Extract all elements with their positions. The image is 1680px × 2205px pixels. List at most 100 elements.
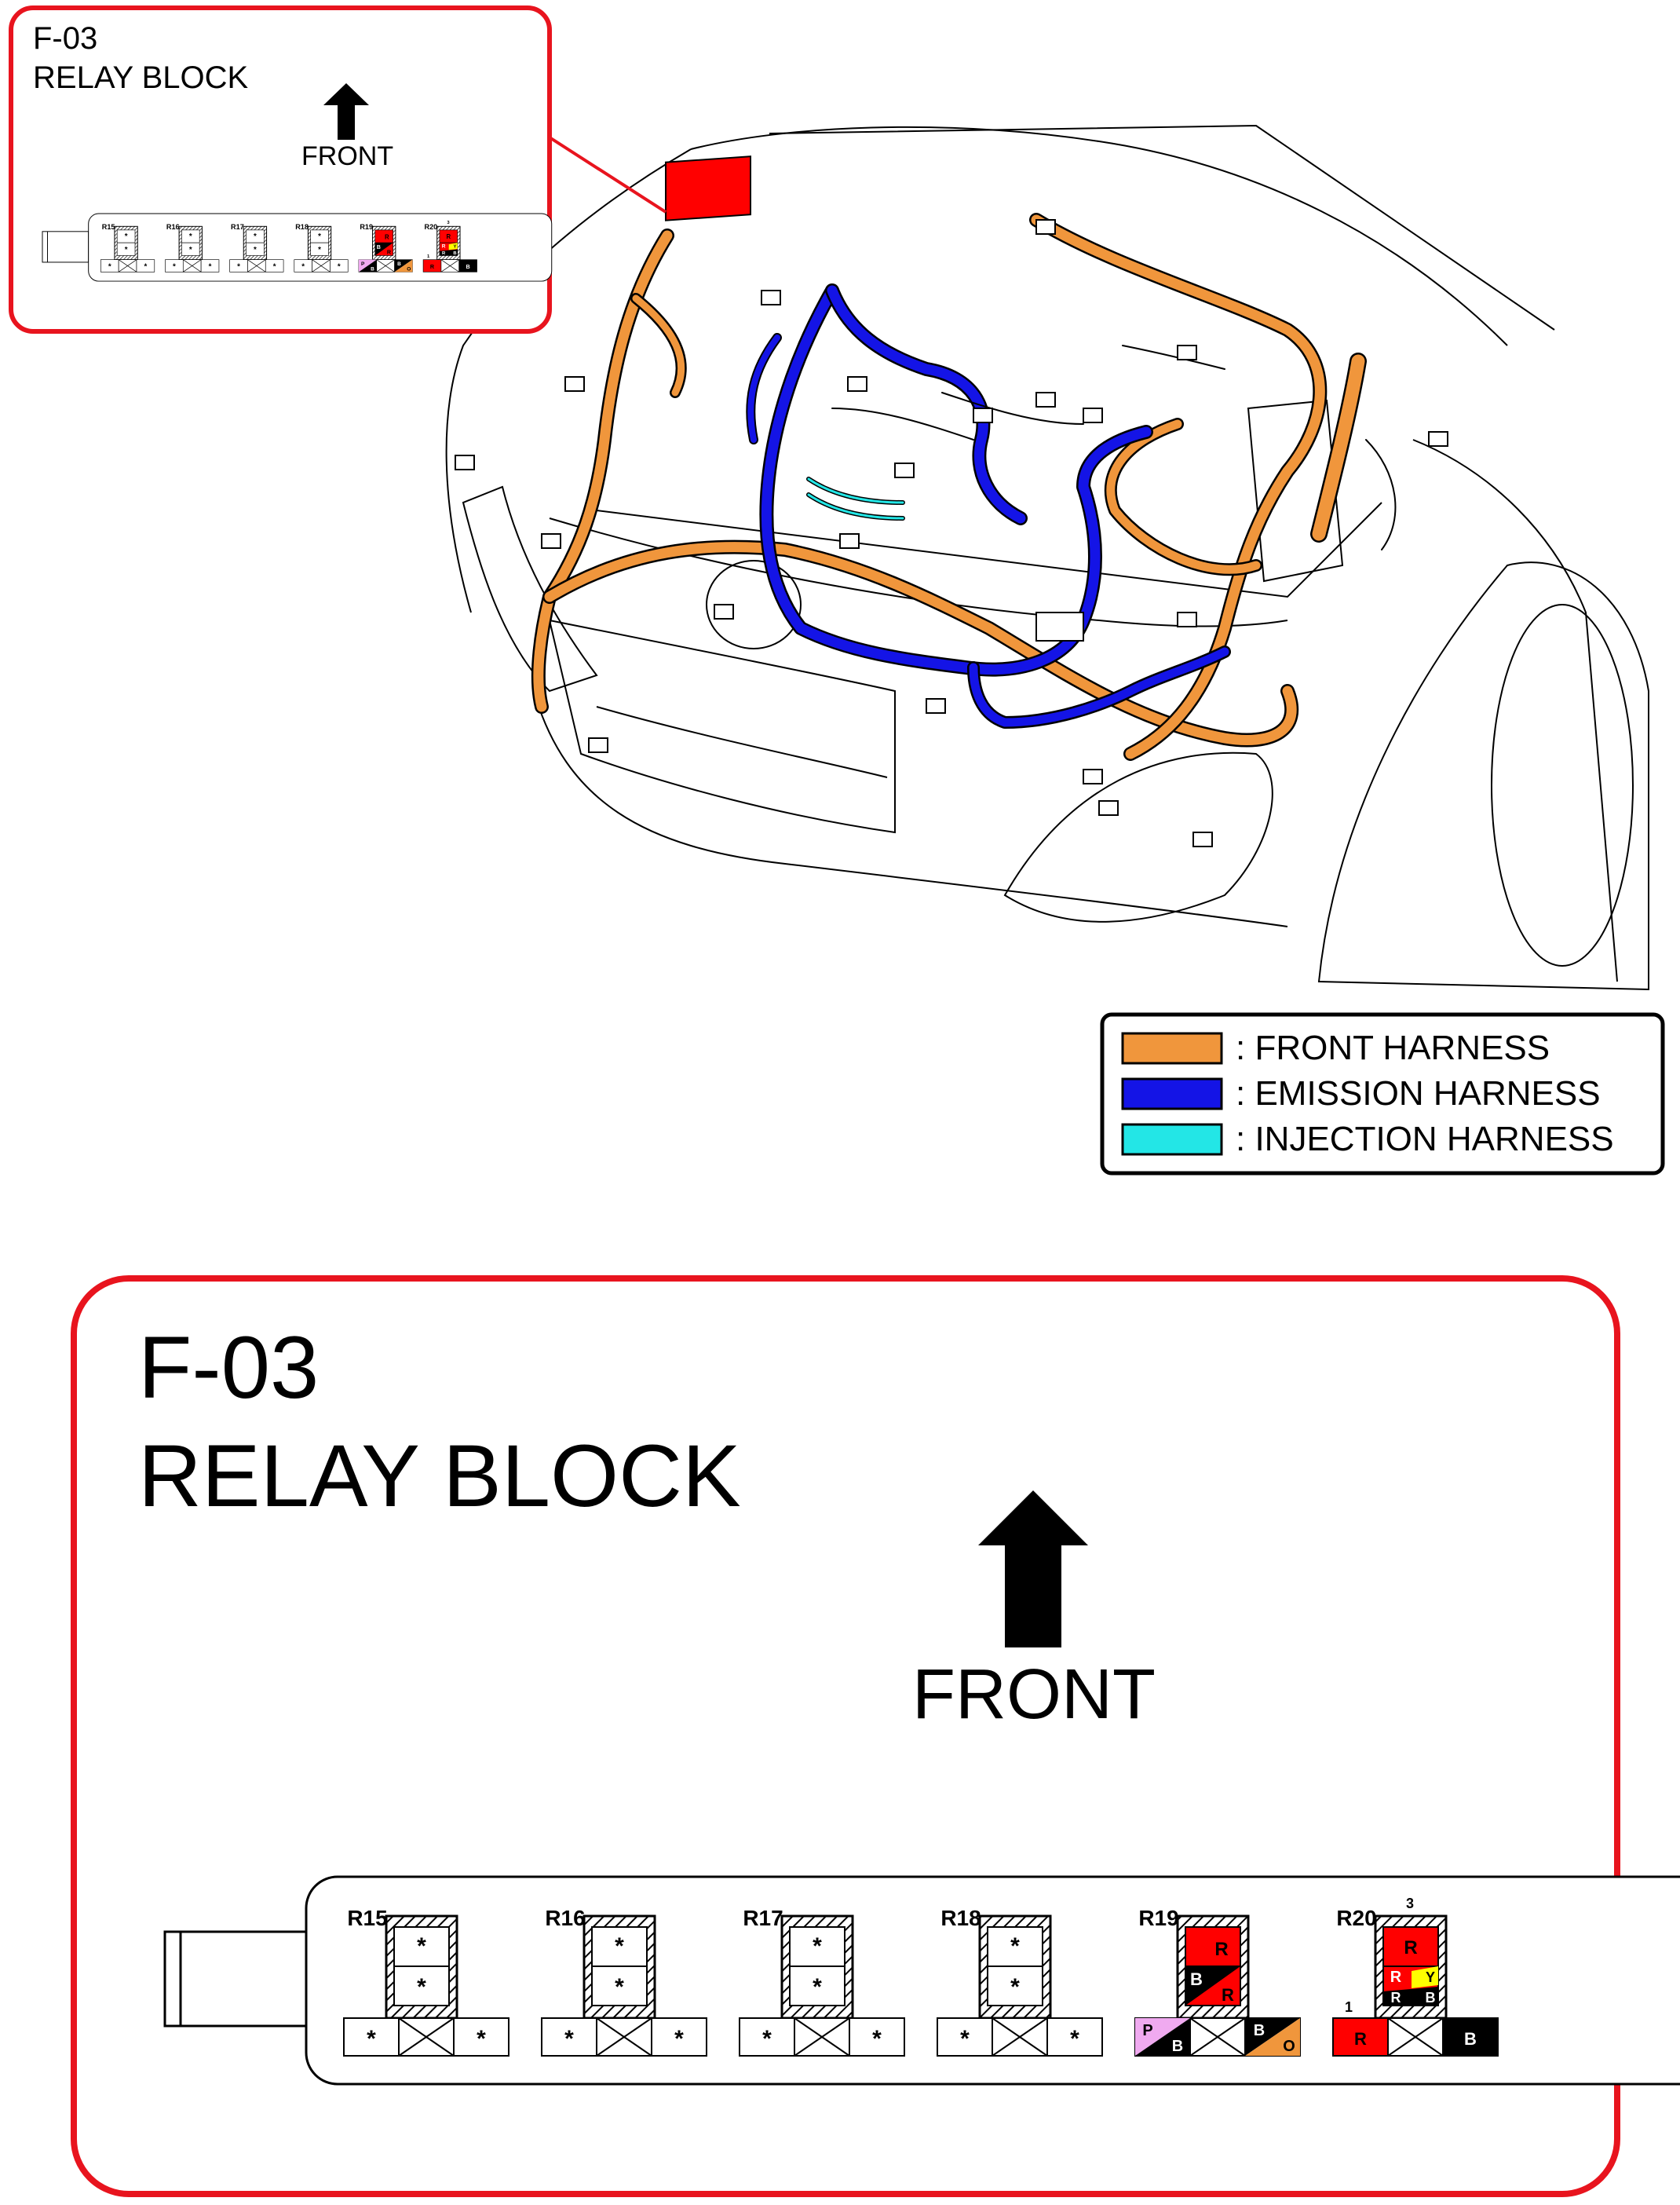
inset-relay-block: R15****R16****R17****R18****R19RBRPBBOR2… bbox=[42, 213, 553, 282]
pin-label: * bbox=[813, 1974, 822, 2000]
fender-line bbox=[445, 148, 692, 613]
inset-name: RELAY BLOCK bbox=[33, 60, 249, 95]
relay-r16: R16**** bbox=[165, 223, 220, 272]
legend-swatch-emission bbox=[1121, 1077, 1223, 1110]
relay-r17: R17**** bbox=[229, 223, 284, 272]
pin-label: * bbox=[813, 1933, 822, 1959]
pin-number: 3 bbox=[1406, 1896, 1414, 1911]
connector-stub bbox=[42, 231, 89, 263]
wire-color-R: R bbox=[387, 250, 392, 256]
wire-color-P: P bbox=[1142, 2022, 1152, 2039]
legend-label-injection: : INJECTION HARNESS bbox=[1236, 1120, 1614, 1158]
lower-grille bbox=[596, 706, 888, 778]
legend-label-emission: : EMISSION HARNESS bbox=[1236, 1074, 1601, 1113]
bumper-bottom bbox=[533, 690, 1288, 927]
wire-color-R: R bbox=[447, 233, 451, 240]
detail-relay-block: R15****R16****R17****R18****R19RBRPBBOR2… bbox=[163, 1875, 1680, 2086]
pin-label: * bbox=[417, 1974, 426, 2000]
pin-label: * bbox=[189, 246, 192, 254]
connector-stub bbox=[163, 1930, 308, 2028]
relay-r18: R18**** bbox=[937, 1906, 1103, 2057]
relay-r18: R18 * * * * bbox=[294, 223, 349, 272]
relay-label: R19 bbox=[1138, 1906, 1178, 1930]
pin-label: * bbox=[301, 262, 305, 271]
wire-color-R: R bbox=[1390, 1969, 1402, 1986]
wire-color-B: B bbox=[1190, 1969, 1203, 1989]
relay-label: R16 bbox=[545, 1906, 585, 1930]
legend-swatch-injection bbox=[1121, 1123, 1223, 1156]
pin-label: * bbox=[254, 246, 257, 254]
pin-label: * bbox=[237, 262, 240, 271]
pin-label: * bbox=[417, 1933, 426, 1959]
connectors bbox=[455, 219, 1448, 847]
pin-label: * bbox=[564, 2026, 574, 2052]
relay-block-location bbox=[665, 155, 751, 221]
relay-label: R15 bbox=[102, 223, 115, 231]
wire-color-B: B bbox=[1464, 2029, 1477, 2049]
wire-color-R: R bbox=[442, 251, 446, 256]
body-side bbox=[1412, 439, 1618, 982]
detail-front-label: FRONT bbox=[912, 1655, 1156, 1734]
relay-label: R17 bbox=[743, 1906, 783, 1930]
relay-r17: R17**** bbox=[739, 1906, 905, 2057]
wire-color-B: B bbox=[371, 266, 374, 272]
inset-front-arrow-icon bbox=[323, 83, 369, 140]
wire-color-Y: Y bbox=[454, 245, 457, 250]
relay-r15: R15**** bbox=[343, 1906, 509, 2057]
wire-color-O: O bbox=[1283, 2038, 1295, 2055]
wire-color-B: B bbox=[1426, 1990, 1436, 2006]
wire-color-B: B bbox=[1172, 2038, 1183, 2055]
legend-label-front: : FRONT HARNESS bbox=[1236, 1029, 1550, 1067]
wire-color-R: R bbox=[1404, 1937, 1417, 1958]
wire-color-P: P bbox=[361, 261, 365, 267]
pin-number: 1 bbox=[427, 254, 430, 259]
relay-r15: R15 * * * * bbox=[100, 223, 155, 272]
pin-label: * bbox=[762, 2026, 772, 2052]
pin-label: * bbox=[209, 262, 212, 271]
leader-line bbox=[548, 136, 667, 214]
relay-r16: R16**** bbox=[541, 1906, 707, 2057]
detail-panel: F-03 RELAY BLOCK FRONT R15****R16****R17… bbox=[71, 1275, 1680, 2197]
pin-label: * bbox=[125, 246, 128, 254]
pin-label: * bbox=[960, 2026, 970, 2052]
relay-label: R19 bbox=[360, 223, 373, 231]
wire-color-R: R bbox=[1354, 2029, 1367, 2049]
pin-label: * bbox=[318, 232, 321, 241]
wire-color-R: R bbox=[385, 234, 389, 241]
pin-label: * bbox=[338, 262, 341, 271]
relay-label: R16 bbox=[166, 223, 180, 231]
relay-label: R17 bbox=[231, 223, 244, 231]
wheel bbox=[1491, 604, 1634, 967]
pin-label: * bbox=[189, 232, 192, 241]
wire-color-O: O bbox=[407, 266, 411, 272]
relay-label: R20 bbox=[425, 223, 438, 231]
detail-front-arrow-icon bbox=[978, 1490, 1088, 1647]
pin-label: * bbox=[318, 246, 321, 254]
harness-lines bbox=[531, 213, 1397, 761]
pin-label: * bbox=[254, 232, 257, 241]
legend: : FRONT HARNESS : EMISSION HARNESS : INJ… bbox=[1100, 1012, 1665, 1176]
pin-number: 3 bbox=[447, 221, 450, 225]
pin-label: * bbox=[144, 262, 147, 271]
pin-label: * bbox=[108, 262, 111, 271]
windshield-line bbox=[769, 124, 1555, 331]
grille bbox=[548, 619, 896, 834]
hood-outline bbox=[690, 126, 1508, 346]
pin-label: * bbox=[1010, 1974, 1020, 2000]
wire-color-B: B bbox=[397, 261, 401, 267]
wire-color-B: B bbox=[453, 251, 456, 256]
pin-label: * bbox=[615, 1933, 624, 1959]
pin-label: * bbox=[477, 2026, 486, 2052]
pin-label: * bbox=[1070, 2026, 1079, 2052]
legend-swatch-front bbox=[1121, 1032, 1223, 1065]
wire-color-Y: Y bbox=[1426, 1969, 1435, 1985]
pin-label: * bbox=[674, 2026, 684, 2052]
bumper-top bbox=[549, 517, 1288, 627]
relay-label: R18 bbox=[295, 223, 309, 231]
pin-label: * bbox=[1010, 1933, 1020, 1959]
pin-label: * bbox=[125, 232, 128, 241]
